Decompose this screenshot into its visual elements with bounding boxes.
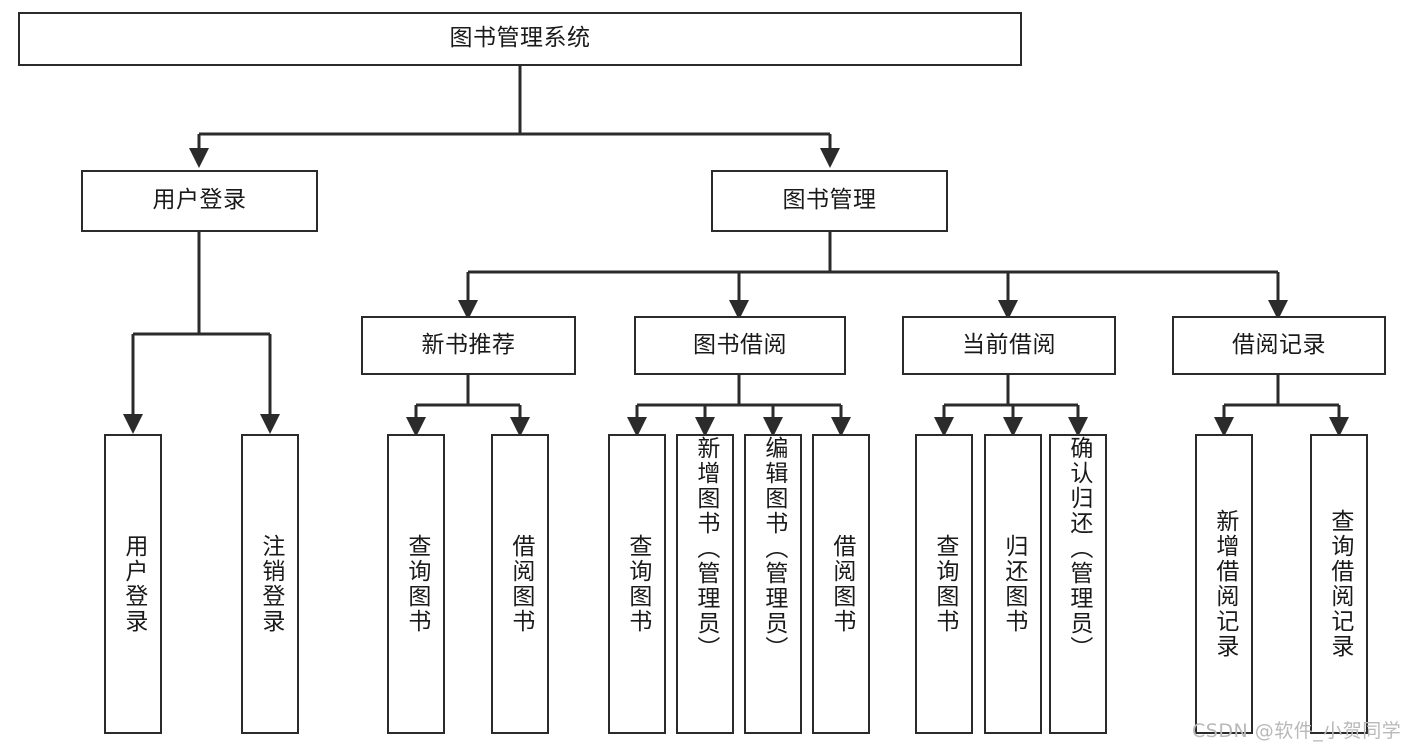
leaf-borrow-book-2-label: 借阅图书 [828, 534, 855, 634]
leaf-query-book-3[interactable]: 查询图书 [915, 434, 973, 734]
leaf-edit-book[interactable]: 编辑图书（管理员） [744, 434, 802, 734]
leaf-edit-book-label: 编辑图书（管理员） [760, 436, 787, 661]
node-borrow-record[interactable]: 借阅记录 [1172, 316, 1386, 375]
leaf-add-book[interactable]: 新增图书（管理员） [676, 434, 734, 734]
leaf-query-book-1[interactable]: 查询图书 [387, 434, 445, 734]
node-root-label: 图书管理系统 [449, 25, 591, 52]
leaf-borrow-book-2[interactable]: 借阅图书 [812, 434, 870, 734]
node-user-login[interactable]: 用户登录 [81, 170, 318, 232]
leaf-confirm-return-label: 确认归还（管理员） [1065, 436, 1092, 661]
node-new-book-recommend[interactable]: 新书推荐 [361, 316, 576, 375]
leaf-query-record-label: 查询借阅记录 [1326, 509, 1353, 659]
node-root[interactable]: 图书管理系统 [18, 12, 1022, 66]
node-user-login-label: 用户登录 [152, 187, 247, 214]
leaf-user-login-label: 用户登录 [120, 534, 147, 634]
node-book-manage-label: 图书管理 [782, 187, 877, 214]
node-book-borrow-label: 图书借阅 [693, 331, 787, 358]
node-borrow-record-label: 借阅记录 [1232, 331, 1326, 358]
leaf-borrow-book-1-label: 借阅图书 [507, 534, 534, 634]
leaf-add-record-label: 新增借阅记录 [1211, 509, 1238, 659]
leaf-return-book[interactable]: 归还图书 [984, 434, 1042, 734]
leaf-user-logout-label: 注销登录 [257, 534, 284, 634]
leaf-query-book-1-label: 查询图书 [403, 534, 430, 634]
node-current-borrow[interactable]: 当前借阅 [902, 316, 1116, 375]
node-new-book-recommend-label: 新书推荐 [421, 331, 516, 358]
node-book-manage[interactable]: 图书管理 [711, 170, 948, 232]
leaf-confirm-return[interactable]: 确认归还（管理员） [1049, 434, 1107, 734]
node-current-borrow-label: 当前借阅 [962, 331, 1056, 358]
leaf-add-book-label: 新增图书（管理员） [692, 436, 719, 661]
csdn-watermark: CSDN @软件_小贺同学 [1192, 720, 1402, 742]
leaf-query-book-2[interactable]: 查询图书 [608, 434, 666, 734]
leaf-return-book-label: 归还图书 [1000, 534, 1027, 634]
leaf-user-logout[interactable]: 注销登录 [241, 434, 299, 734]
leaf-borrow-book-1[interactable]: 借阅图书 [491, 434, 549, 734]
leaf-query-record[interactable]: 查询借阅记录 [1310, 434, 1368, 734]
node-book-borrow[interactable]: 图书借阅 [634, 316, 846, 375]
leaf-user-login[interactable]: 用户登录 [104, 434, 162, 734]
leaf-query-book-3-label: 查询图书 [931, 534, 958, 634]
leaf-add-record[interactable]: 新增借阅记录 [1195, 434, 1253, 734]
leaf-query-book-2-label: 查询图书 [624, 534, 651, 634]
